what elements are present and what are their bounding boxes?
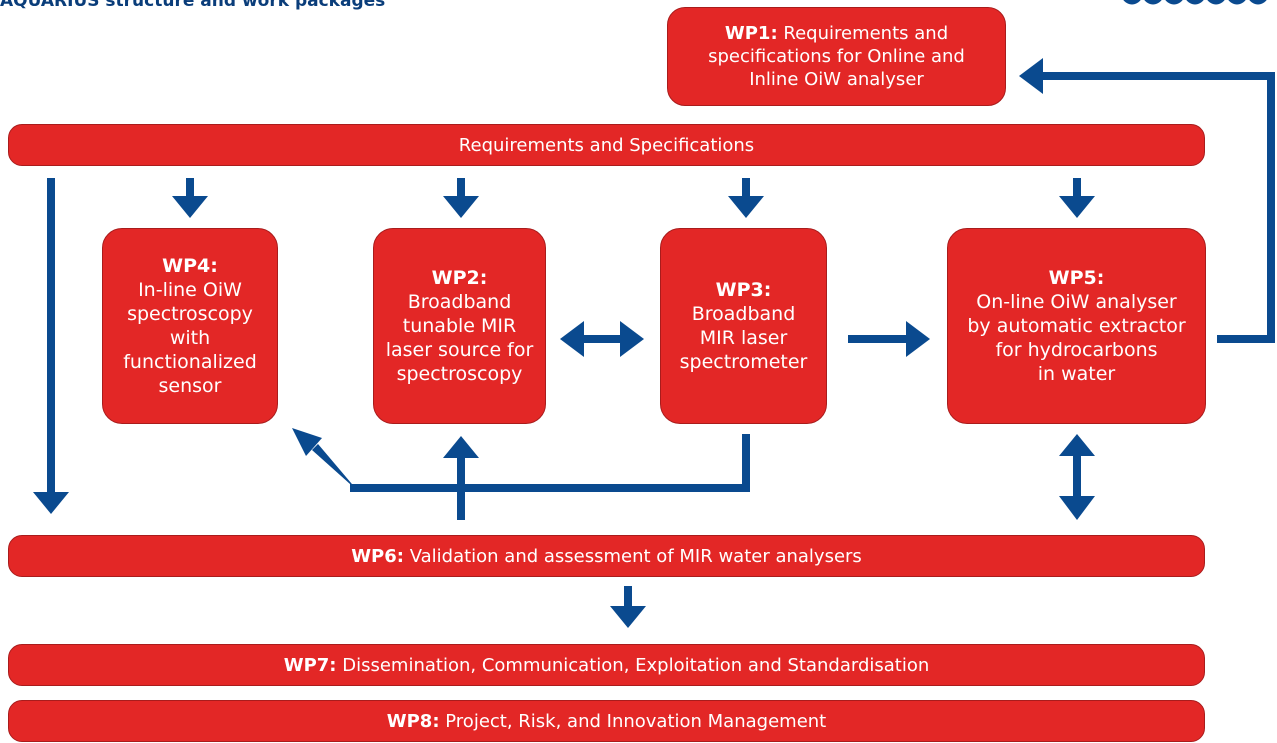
wp7-code: WP7: <box>283 654 337 676</box>
arrow-wp3-to-wp2-and-wp4 <box>292 428 750 520</box>
wp1-box[interactable]: WP1: Requirements and specifications for… <box>667 7 1006 106</box>
down-arrow-to-wp2 <box>443 178 479 218</box>
wp5-code: WP5: <box>1048 267 1105 289</box>
wp4-code: WP4: <box>162 255 218 277</box>
wp7-bar[interactable]: WP7: Dissemination, Communication, Explo… <box>8 644 1205 686</box>
wp1-code: WP1: <box>724 23 778 44</box>
wp1-line-3: Inline OiW analyser <box>749 69 924 90</box>
bidirectional-arrow-wp2-wp3 <box>560 321 644 357</box>
down-arrow-to-wp4 <box>172 178 208 218</box>
wp3-line-3: spectrometer <box>679 351 808 373</box>
down-arrow-to-wp3 <box>728 178 764 218</box>
wp1-line-1: Requirements and <box>783 23 949 44</box>
wp6-label: Validation and assessment of MIR water a… <box>409 545 862 567</box>
wp4-line-1: In-line OiW <box>138 279 242 301</box>
wp5-line-2: by automatic extractor <box>967 315 1186 337</box>
bidirectional-arrow-wp5-wp6 <box>1059 434 1095 520</box>
down-arrow-to-wp5 <box>1059 178 1095 218</box>
wp5-line-3: for hydrocarbons <box>995 339 1158 361</box>
wp4-line-5: sensor <box>158 375 222 397</box>
wp4-line-2: spectroscopy <box>127 303 253 325</box>
requirements-bar[interactable]: Requirements and Specifications <box>8 124 1205 166</box>
logo-dots <box>1123 0 1267 5</box>
down-arrow-left-to-wp6 <box>33 178 69 514</box>
wp2-line-3: laser source for <box>385 339 534 361</box>
wp2-line-1: Broadband <box>407 291 512 313</box>
wp3-box[interactable]: WP3: Broadband MIR laser spectrometer <box>660 228 827 424</box>
wp4-line-3: with <box>169 327 211 349</box>
wp2-line-2: tunable MIR <box>402 315 517 337</box>
wp6-bar[interactable]: WP6: Validation and assessment of MIR wa… <box>8 535 1205 577</box>
wp2-line-4: spectroscopy <box>396 363 523 385</box>
wp8-code: WP8: <box>386 710 440 732</box>
wp3-line-2: MIR laser <box>699 327 788 349</box>
wp8-label: Project, Risk, and Innovation Management <box>445 710 827 732</box>
wp4-box[interactable]: WP4: In-line OiW spectroscopy with funct… <box>102 228 278 424</box>
wp2-box[interactable]: WP2: Broadband tunable MIR laser source … <box>373 228 546 424</box>
wp5-box[interactable]: WP5: On-line OiW analyser by automatic e… <box>947 228 1206 424</box>
wp8-bar[interactable]: WP8: Project, Risk, and Innovation Manag… <box>8 700 1205 742</box>
wp2-code: WP2: <box>431 267 488 289</box>
wp6-code: WP6: <box>351 545 404 567</box>
feedback-arrow-wp5-to-wp1 <box>1019 58 1275 343</box>
page-title: AQUARIUS structure and work packages <box>0 0 386 11</box>
down-arrow-wp6-to-wp7 <box>610 586 646 628</box>
wp3-line-1: Broadband <box>691 303 796 325</box>
wp7-label: Dissemination, Communication, Exploitati… <box>342 654 930 676</box>
wp3-code: WP3: <box>715 279 772 301</box>
wp4-line-4: functionalized <box>123 351 257 373</box>
wp5-line-1: On-line OiW analyser <box>976 291 1177 313</box>
requirements-bar-label: Requirements and Specifications <box>458 134 755 156</box>
arrow-wp3-to-wp5 <box>848 321 930 357</box>
wp5-line-4: in water <box>1037 363 1116 385</box>
wp1-line-2: specifications for Online and <box>708 46 965 67</box>
